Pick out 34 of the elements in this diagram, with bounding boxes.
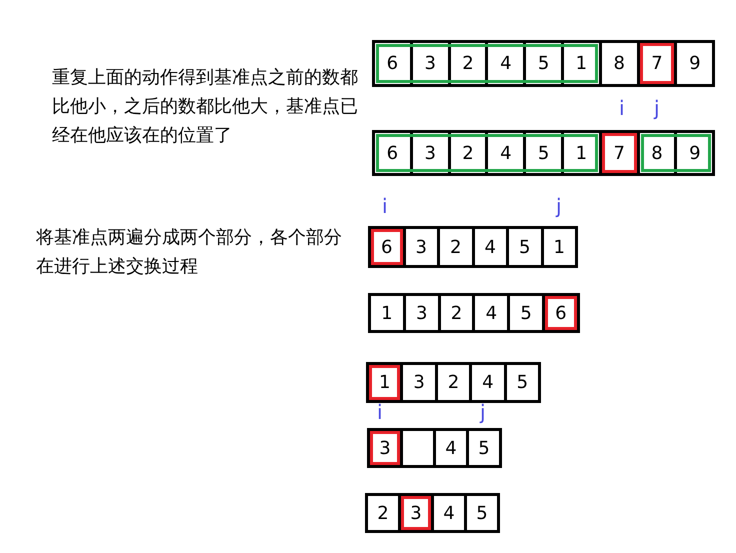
pointer-letter: j: [654, 96, 660, 120]
note-text: 重复上面的动作得到基准点之前的数都比他小，之后的数都比他大，基准点已经在他应该在的位置了: [52, 66, 359, 148]
array-cell: 4: [469, 362, 507, 403]
array-cell: 1: [561, 40, 602, 87]
array-cell: 4: [433, 428, 469, 468]
array-cell: 5: [507, 293, 545, 333]
array-cell: 9: [674, 130, 716, 176]
array-cell: 4: [431, 493, 467, 533]
array-cell: 3: [398, 493, 434, 533]
pointer-letter: i: [377, 400, 383, 424]
array-cell: 6: [372, 130, 413, 176]
array-cell: 6: [372, 40, 413, 87]
array-cell: 5: [466, 428, 502, 468]
array-cell: 1: [368, 293, 406, 333]
note-text: 将基准点两遍分成两个部分，各个部分在进行上述交换过程: [36, 226, 343, 279]
pointer-letter: i: [619, 96, 625, 120]
array-cell: 6: [368, 226, 406, 268]
empty-array-cell: [400, 428, 436, 468]
partition-outline: [372, 130, 602, 176]
pointer-letter: j: [480, 400, 486, 424]
array-cell: 9: [674, 40, 716, 87]
pointer-letter: i: [382, 194, 388, 218]
array-cell: 6: [542, 293, 580, 333]
partition-outline: [372, 40, 602, 87]
array-cell: 3: [367, 428, 403, 468]
array-cell: 2: [365, 493, 401, 533]
array-cell: 5: [523, 40, 564, 87]
array-cell: 2: [437, 226, 474, 268]
array-cell: 5: [464, 493, 500, 533]
array-cell: 5: [506, 226, 544, 268]
array-cell: 1: [561, 130, 602, 176]
array-cell: 5: [523, 130, 564, 176]
pointer-letter: j: [556, 194, 562, 218]
array-cell: 3: [400, 362, 438, 403]
